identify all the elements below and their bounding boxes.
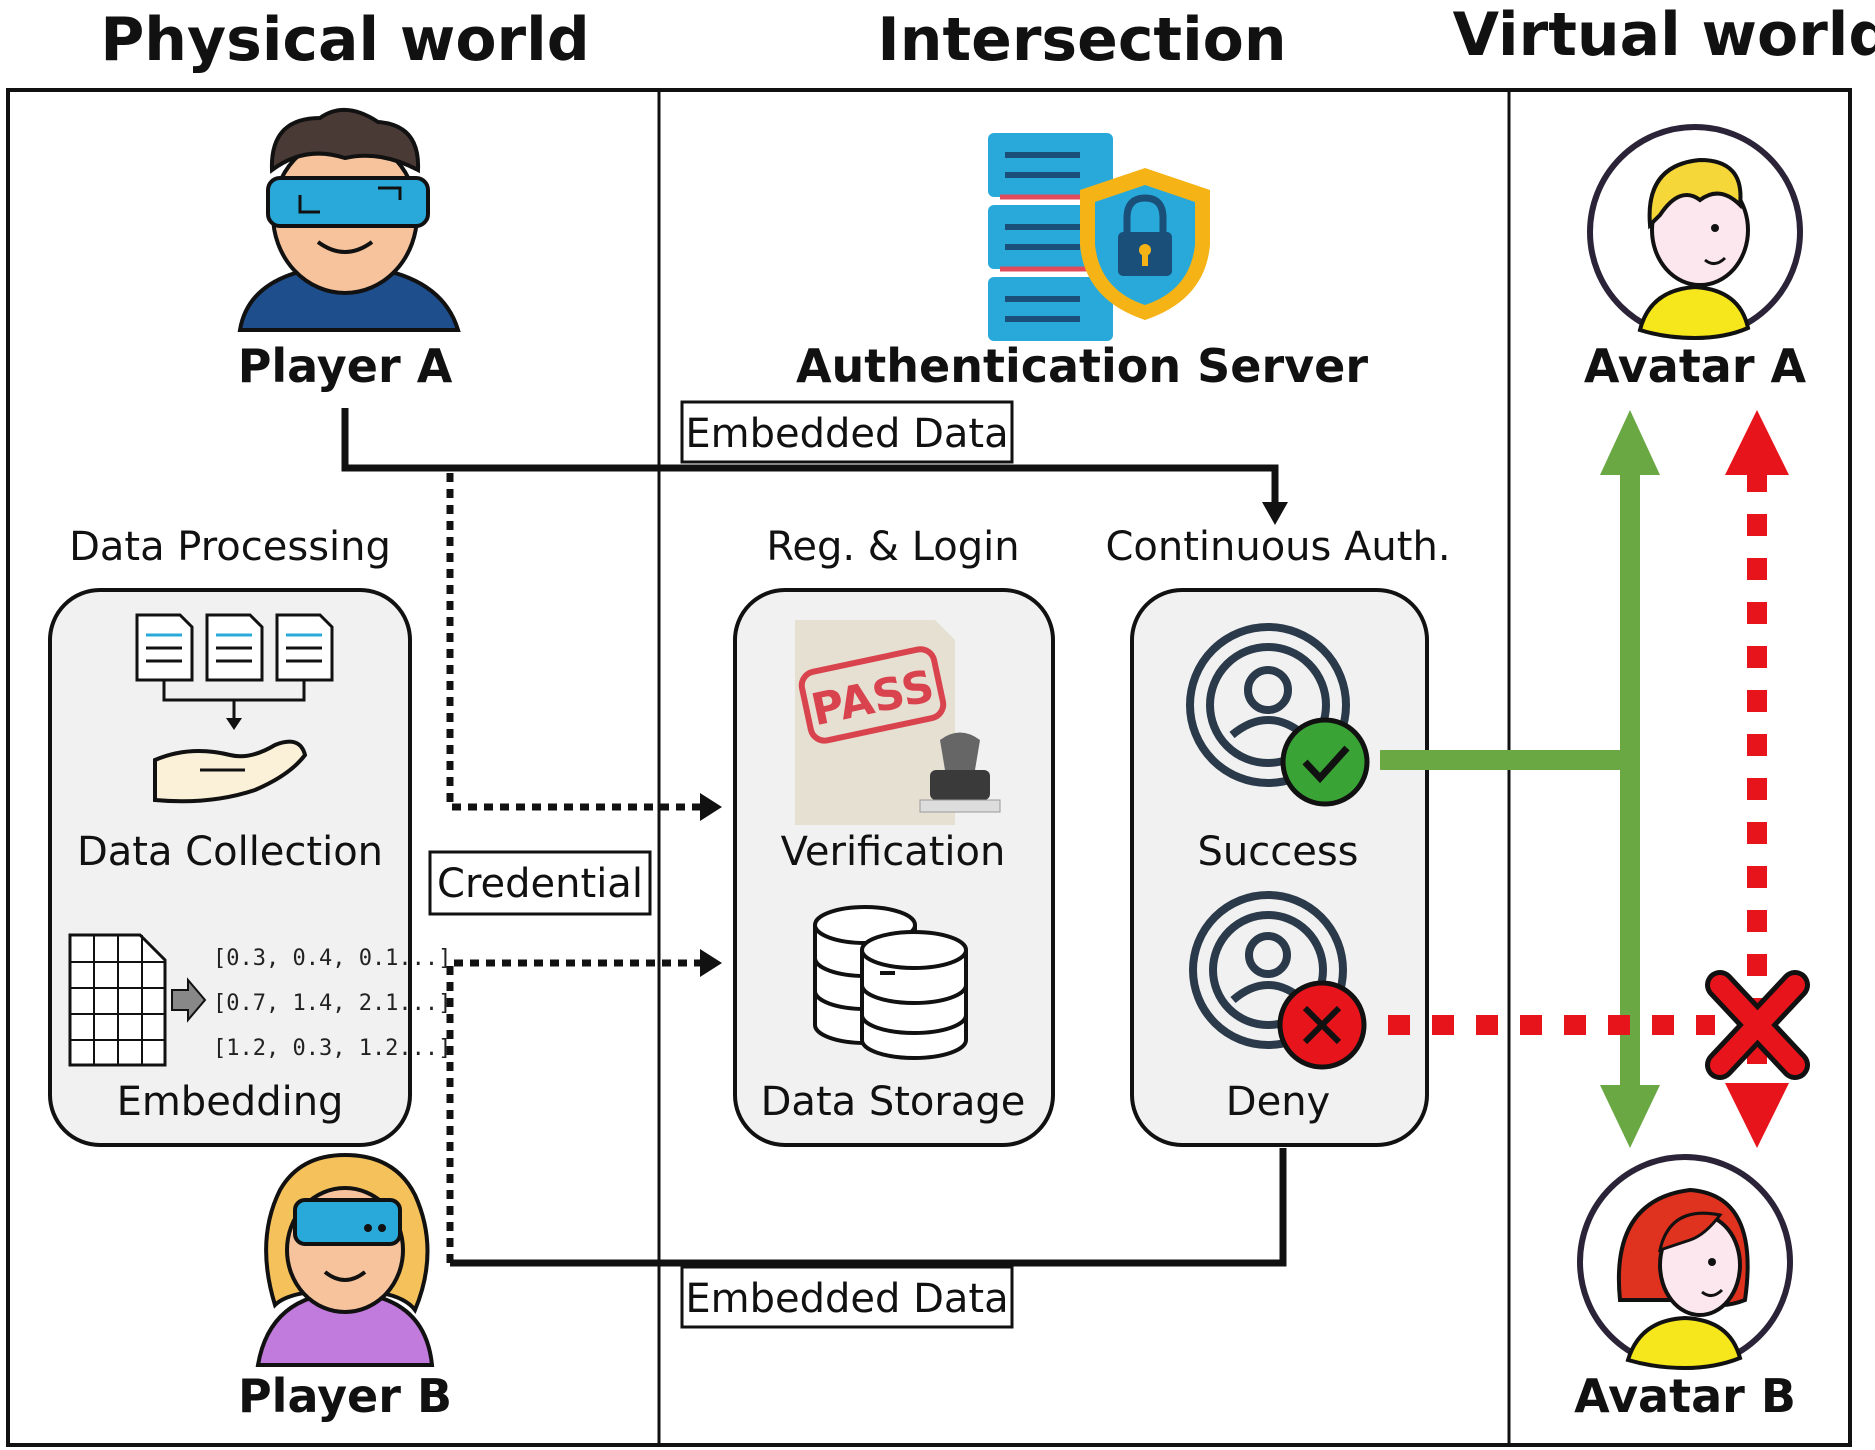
success-arrow-up [1600,410,1660,475]
user-deny-icon [1189,891,1367,1070]
avatar-b-label: Avatar B [1574,1369,1796,1423]
player-b-icon [255,1152,435,1367]
player-a-label: Player A [238,339,453,393]
embedding-vector-3: [1.2, 0.3, 1.2...] [213,1036,451,1061]
data-storage-label: Data Storage [761,1079,1026,1125]
player-a-flow-arrowhead [1262,502,1288,525]
deny-arrow-up [1725,410,1789,475]
embedding-arrow-icon [171,977,207,1023]
embedded-data-bottom-box [680,1265,1014,1329]
document-icons [135,613,334,730]
reg-login-title: Reg. & Login [766,524,1019,570]
pass-stamp-icon: PASS [795,620,1001,825]
credential-flow-a [446,473,700,811]
credential-label: Credential [437,861,643,907]
section-title-virtual: Virtual world [1453,0,1875,70]
success-label: Success [1197,829,1358,875]
deny-arrow-down [1725,1083,1789,1148]
embedded-data-top-box [680,400,1014,464]
credential-arrow-a [700,793,722,821]
table-icon [68,933,167,1067]
embedding-label: Embedding [117,1079,344,1125]
deny-cross-icon [1710,975,1805,1075]
success-arrow-down [1600,1085,1660,1148]
player-a-icon [237,107,461,332]
player-b-embedded-flow [450,1148,1287,1267]
player-a-embedded-flow [341,408,1279,505]
section-title-physical: Physical world [100,5,589,75]
server-shield-icon [988,133,1210,341]
outer-frame [6,88,1852,1447]
embedding-vector-1: [0.3, 0.4, 0.1...] [213,946,451,971]
server-title: Authentication Server [796,339,1368,393]
user-success-icon [1186,623,1370,807]
hand-icon [153,739,308,804]
credential-box [428,850,652,916]
player-b-label: Player B [238,1369,452,1423]
continuous-auth-title: Continuous Auth. [1105,524,1450,570]
database-icon [813,905,968,1060]
verification-label: Verification [781,829,1006,875]
section-title-intersection: Intersection [877,5,1286,75]
data-collection-label: Data Collection [77,829,383,875]
data-processing-title: Data Processing [69,524,391,570]
avatar-b-icon [1577,1154,1793,1371]
embedded-data-bottom-label: Embedded Data [685,1276,1008,1322]
embedding-vector-2: [0.7, 1.4, 2.1...] [213,991,451,1016]
credential-arrow-b [700,949,722,977]
deny-label: Deny [1226,1079,1330,1125]
avatar-a-label: Avatar A [1584,339,1807,393]
embedded-data-top-label: Embedded Data [685,411,1008,457]
credential-flow-b [446,959,700,1263]
avatar-a-icon [1587,124,1803,341]
